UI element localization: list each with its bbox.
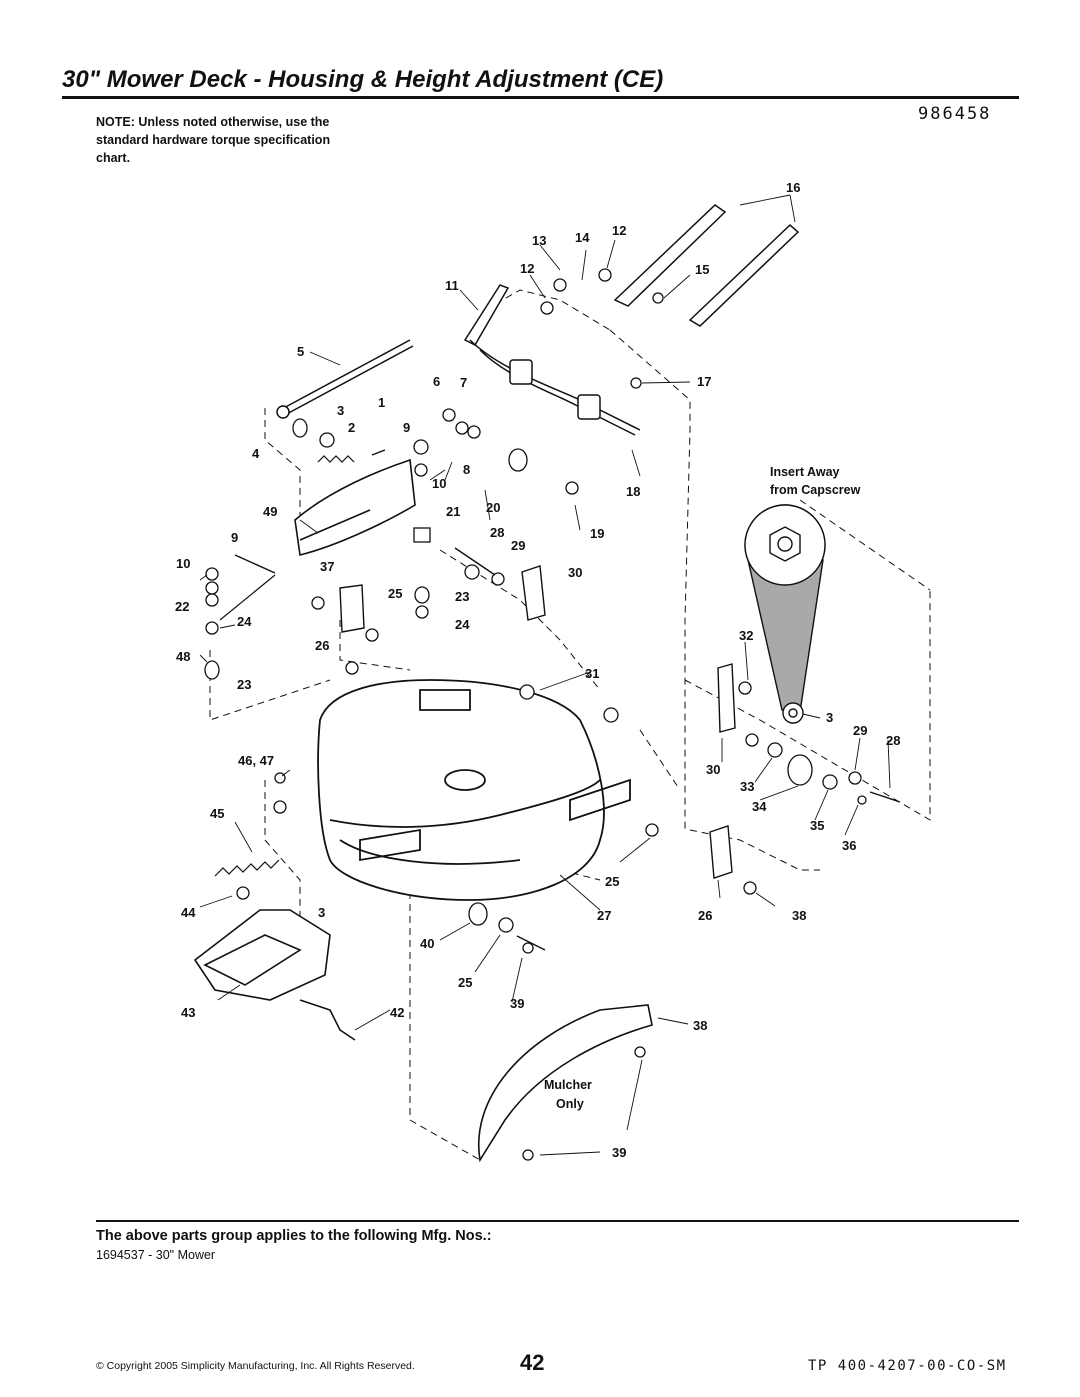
mounting-brackets (339, 565, 736, 879)
title-divider (62, 96, 1019, 99)
applies-heading: The above parts group applies to the fol… (96, 1228, 492, 1244)
callout-9-b: 9 (231, 530, 238, 545)
callout-3-b: 3 (826, 710, 833, 725)
callout-35: 35 (810, 818, 824, 833)
exploded-parts-diagram: 16 13 14 12 12 15 11 5 6 7 17 3 1 2 9 4 … (175, 180, 931, 1163)
assembly-dashed-line (689, 829, 820, 871)
callout-21: 21 (446, 504, 460, 519)
callout-12-b: 12 (520, 261, 534, 276)
callout-25-c: 25 (458, 975, 472, 990)
callout-25: 25 (388, 586, 402, 601)
springs (214, 455, 355, 877)
callout-10: 10 (432, 476, 446, 491)
callout-labels: 16 13 14 12 12 15 11 5 6 7 17 3 1 2 9 4 … (175, 180, 900, 1111)
callout-9: 9 (403, 420, 410, 435)
callout-28-b: 28 (886, 733, 900, 748)
callout-30-b: 30 (706, 762, 720, 777)
callout-46-47: 46, 47 (238, 753, 274, 768)
callout-1: 1 (378, 395, 385, 410)
callout-labels-late: 38 39 (612, 1018, 707, 1160)
page-title: 30" Mower Deck - Housing & Height Adjust… (62, 66, 664, 93)
callout-18: 18 (626, 484, 640, 499)
assembly-dashed-line (209, 650, 331, 721)
callout-29-b: 29 (853, 723, 867, 738)
callout-48: 48 (176, 649, 190, 664)
callout-19: 19 (590, 526, 604, 541)
front-axle-bracket (193, 909, 356, 1041)
callout-26-b: 26 (698, 908, 712, 923)
callout-34: 34 (752, 799, 767, 814)
callout-8: 8 (463, 462, 470, 477)
callout-39-final: 39 (612, 1145, 626, 1160)
callout-49: 49 (263, 504, 277, 519)
callout-37: 37 (320, 559, 334, 574)
assembly-dashed-line (609, 329, 691, 830)
callout-29: 29 (511, 538, 525, 553)
callout-36: 36 (842, 838, 856, 853)
callout-43: 43 (181, 1005, 195, 1020)
discharge-chute (294, 458, 416, 556)
inset-detail (744, 504, 826, 724)
callout-37-b: 38 (792, 908, 806, 923)
callout-3-c: 3 (318, 905, 325, 920)
diagram-part-number: 986458 (918, 104, 992, 124)
assembly-dashed-line (439, 549, 601, 691)
callout-40: 39 (510, 996, 524, 1011)
callout-38-final: 38 (693, 1018, 707, 1033)
copyright-notice: © Copyright 2005 Simplicity Manufacturin… (96, 1360, 415, 1372)
page-number: 42 (520, 1350, 545, 1375)
callout-44: 44 (181, 905, 196, 920)
assembly-dashed-line (409, 880, 481, 1161)
applies-mfg-number: 1694537 - 30" Mower (96, 1248, 216, 1262)
torque-note: NOTE: Unless noted otherwise, use the st… (96, 115, 331, 165)
callout-23: 23 (455, 589, 469, 604)
callout-12: 12 (612, 223, 626, 238)
callout-33: 33 (740, 779, 754, 794)
inset-label-line2: from Capscrew (770, 483, 861, 497)
inset-label-line1: Insert Away (770, 465, 840, 479)
callout-24: 24 (237, 614, 252, 629)
assembly-dashed-line (799, 499, 931, 591)
callout-10-b: 10 (176, 556, 190, 571)
callout-13: 13 (532, 233, 546, 248)
height-adjust-links (276, 204, 800, 436)
callout-6: 6 (433, 374, 440, 389)
assembly-dashed-line (639, 729, 681, 791)
mulcher-plate (477, 1004, 653, 1163)
callout-42: 42 (390, 1005, 404, 1020)
callout-11: 11 (445, 278, 459, 293)
leader-lines (199, 194, 891, 1156)
callout-25-b: 25 (605, 874, 619, 889)
callout-41: 40 (420, 936, 434, 951)
callout-31: 31 (585, 666, 599, 681)
mulcher-label-line2: Only (556, 1097, 584, 1111)
deck-housing (317, 679, 631, 901)
callout-24-b: 24 (455, 617, 470, 632)
callout-23-b: 23 (237, 677, 251, 692)
callout-14: 14 (575, 230, 590, 245)
callout-4: 4 (252, 446, 260, 461)
assembly-dashed-line (264, 780, 301, 920)
callout-7: 7 (460, 375, 467, 390)
callout-27: 27 (597, 908, 611, 923)
callout-32: 32 (739, 628, 753, 643)
callout-45: 45 (210, 806, 224, 821)
callout-30: 30 (568, 565, 582, 580)
applies-divider (96, 1220, 1019, 1222)
mulcher-label-line1: Mulcher (544, 1078, 592, 1092)
callout-5: 5 (297, 344, 304, 359)
tp-code: TP 400-4207-00-CO-SM (808, 1358, 1007, 1374)
capscrews (234, 449, 901, 951)
callout-15: 15 (695, 262, 709, 277)
callout-22: 22 (175, 599, 189, 614)
callout-16: 16 (786, 180, 800, 195)
callout-28: 28 (490, 525, 504, 540)
assembly-dashed-line (484, 289, 611, 331)
assembly-dashed-line (339, 620, 411, 671)
callout-26: 26 (315, 638, 329, 653)
callout-3: 3 (337, 403, 344, 418)
callout-2: 2 (348, 420, 355, 435)
callout-20: 20 (486, 500, 500, 515)
callout-17: 17 (697, 374, 711, 389)
